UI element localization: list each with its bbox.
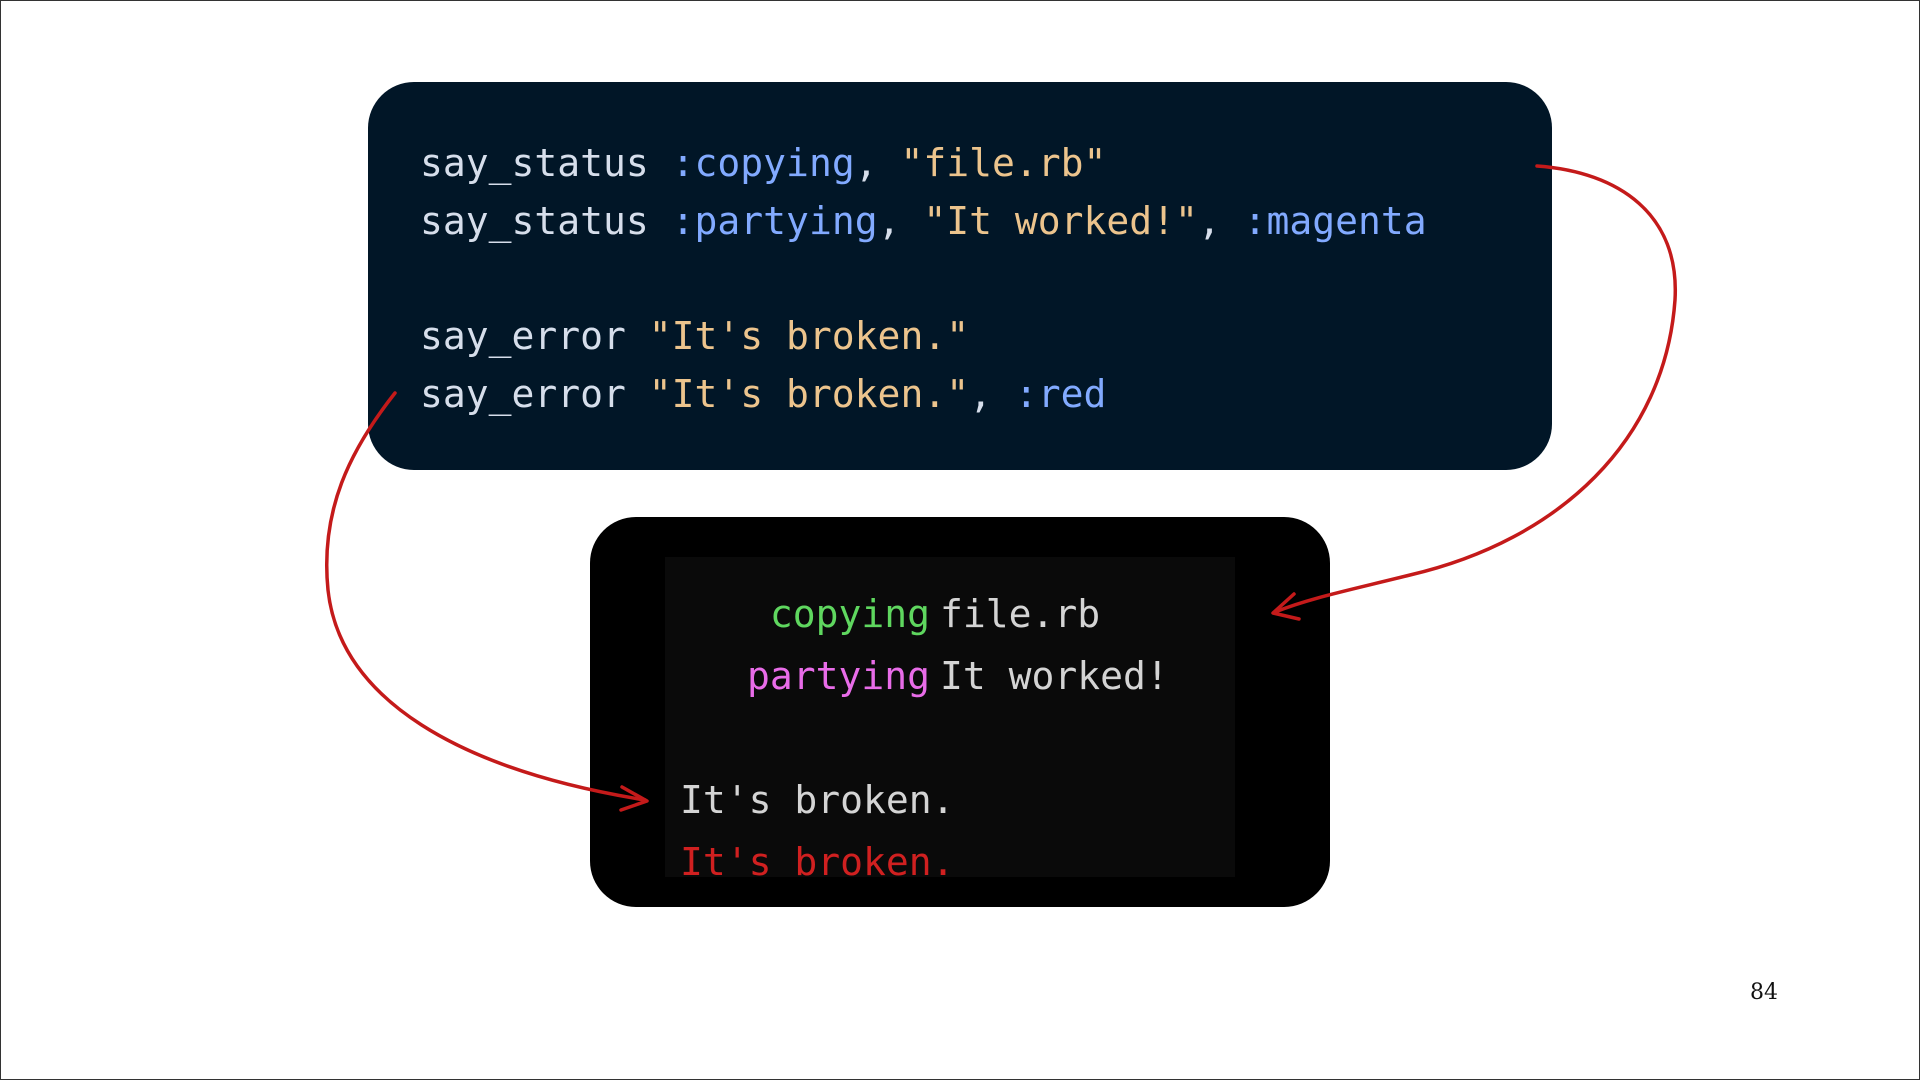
status-message-file: file.rb: [940, 592, 1101, 636]
ruby-code-block: say_status :copying, "file.rb" say_statu…: [368, 82, 1552, 470]
status-copying: copying: [769, 592, 930, 636]
code-color-symbol: :magenta: [1243, 199, 1427, 243]
error-message-red: It's broken.: [680, 840, 955, 884]
arrowhead-error: [619, 785, 649, 812]
arrow-status-to-terminal: [1273, 164, 1677, 614]
error-message-default: It's broken.: [680, 778, 955, 822]
code-method: say_error: [420, 372, 649, 416]
code-method: say_status: [420, 199, 672, 243]
code-symbol: :partying: [671, 199, 878, 243]
code-line-say-status-copying: say_status :copying, "file.rb": [420, 134, 1552, 192]
code-string: "It's broken.": [648, 314, 970, 358]
code-separator: ,: [969, 372, 1015, 416]
code-string: "It's broken.": [648, 372, 970, 416]
code-separator: ,: [877, 199, 924, 243]
code-string: "It worked!": [923, 199, 1198, 243]
code-line-say-status-partying: say_status :partying, "It worked!", :mag…: [420, 192, 1552, 250]
code-line-say-error: say_error "It's broken.": [420, 307, 1552, 365]
terminal-output-panel: copying file.rb partying It worked! It's…: [590, 517, 1330, 907]
code-method: say_status: [420, 141, 672, 185]
status-message-worked: It worked!: [940, 654, 1169, 698]
code-color-symbol: :red: [1014, 372, 1107, 416]
code-symbol: :copying: [671, 141, 855, 185]
code-method: say_error: [420, 314, 649, 358]
terminal-output: copying file.rb partying It worked! It's…: [665, 557, 1235, 884]
status-partying: partying: [746, 654, 930, 698]
code-line-say-error-red: say_error "It's broken.", :red: [420, 365, 1552, 423]
code-separator: ,: [854, 141, 901, 185]
code-string: "file.rb": [900, 141, 1107, 185]
arrowhead-status: [1271, 592, 1301, 621]
arrow-error-to-terminal: [325, 391, 647, 802]
code-separator: ,: [1197, 199, 1244, 243]
page-number: 84: [1750, 980, 1778, 1005]
